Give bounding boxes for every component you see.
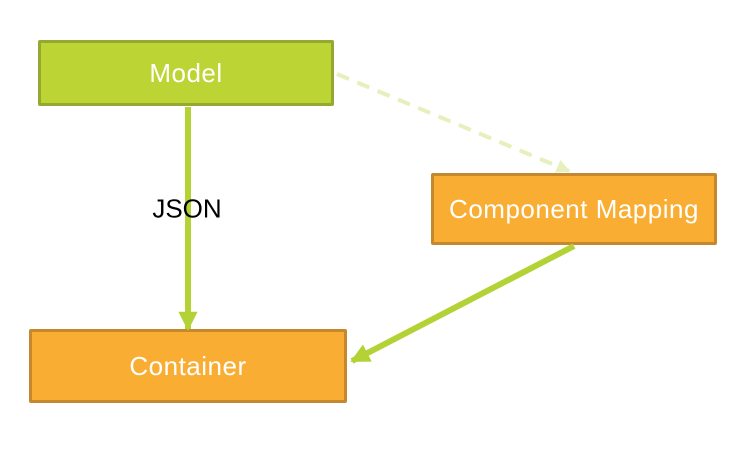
edge-component-mapping-to-container <box>350 243 576 364</box>
node-component-mapping-label: Component Mapping <box>449 193 699 224</box>
edge-model-to-component-mapping-dashed <box>336 72 571 173</box>
node-component-mapping: Component Mapping <box>431 173 717 245</box>
node-container-label: Container <box>129 350 247 381</box>
json-edge-label: JSON <box>152 193 222 224</box>
node-container: Container <box>29 329 347 403</box>
node-model: Model <box>38 40 334 106</box>
node-model-label: Model <box>149 57 223 88</box>
